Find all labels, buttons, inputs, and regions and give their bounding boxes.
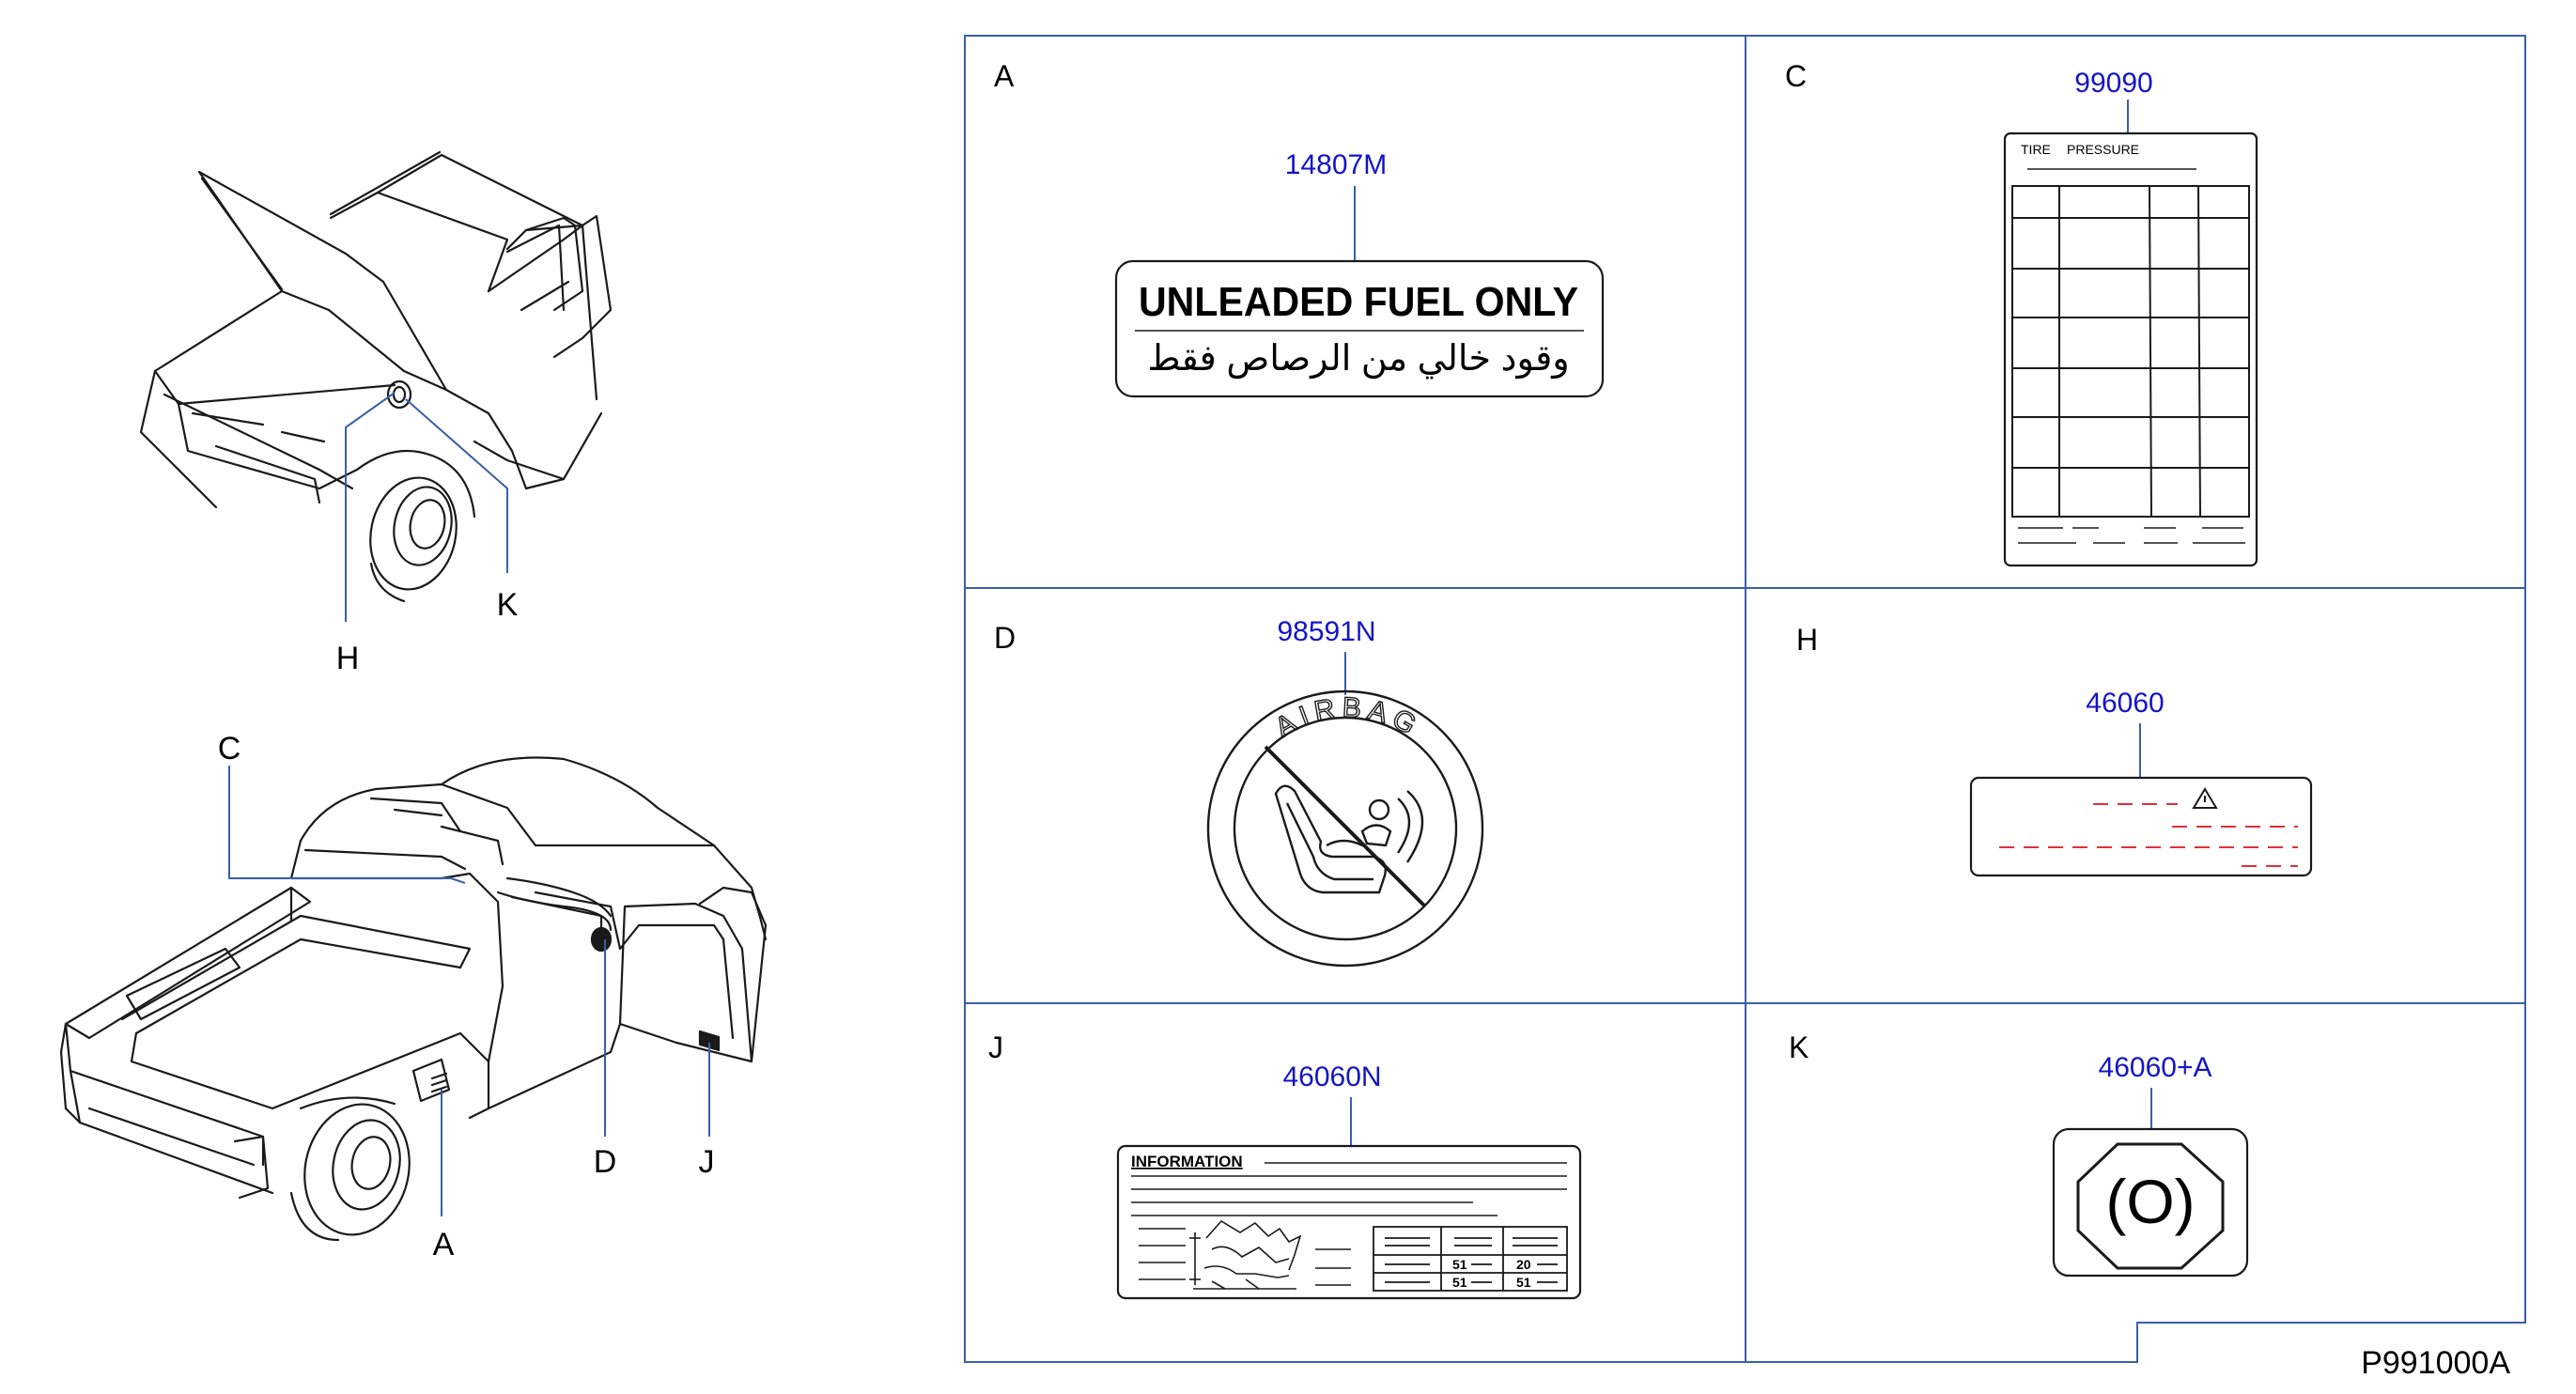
caution-label-h [1969,776,2313,877]
information-label-header: INFORMATION [1131,1153,1243,1170]
panel-c-part-number: 99090 [2074,68,2152,99]
info-cell-2: 20 [1516,1257,1531,1272]
diagram-code: P991000A [2361,1345,2510,1381]
panel-h-part-number: 46060 [2086,688,2164,719]
callout-k: K [497,587,519,623]
fuel-label-arabic: وقود خالي من الرصاص فقط [1147,339,1569,379]
callout-a: A [433,1227,455,1262]
callout-h: H [336,641,360,676]
front-vehicle-illustration [139,150,613,603]
tire-pressure-label [2003,132,2258,567]
jack-diagram-icon [1189,1219,1302,1290]
octagon-brake-icon [2076,1142,2225,1270]
airbag-ring-text: AIRBAG [1270,692,1426,744]
panel-j-letter: J [988,1030,1003,1064]
info-cell-3: 51 [1452,1275,1467,1290]
callout-c: C [218,731,241,767]
airbag-warning-label [1206,689,1484,968]
panel-a-part-number: 14807M [1285,149,1387,180]
information-label-lines [1131,1162,1567,1286]
panel-d-letter: D [994,621,1016,655]
warning-triangle-icon [2192,787,2218,809]
front-callout-leaders [345,392,508,622]
rear-vehicle-illustration [59,756,768,1242]
rear-callout-leaders [228,766,710,1216]
panel-a: A 14807M UNLEADED FUEL ONLY وقود خالي من… [994,59,1605,398]
panel-j-part-number: 46060N [1282,1061,1381,1092]
panel-h-letter: H [1796,623,1818,657]
info-cell-1: 51 [1452,1257,1467,1272]
brake-symbol-text: (O) [2105,1167,2195,1236]
information-table [1373,1226,1568,1292]
callout-d: D [594,1144,617,1180]
label-grid-frame [964,35,2526,1363]
tire-label-title-right: PRESSURE [2067,142,2139,157]
fuel-label [1114,259,1605,398]
panel-k-part-number: 46060+A [2099,1052,2212,1083]
fuel-label-english: UNLEADED FUEL ONLY [1139,279,1578,325]
panel-k-letter: K [1789,1030,1808,1064]
tire-pressure-table [2011,168,2250,544]
panel-d-part-number: 98591N [1277,616,1375,647]
tire-label-title-left: TIRE [2021,142,2051,157]
info-cell-4: 51 [1516,1275,1531,1290]
panel-a-letter: A [994,59,1015,93]
panel-h: H 46060 [1796,623,2313,877]
panel-d: D 98591N AIRBAG [994,616,1484,968]
panel-j: J 46060N INFORMATION [988,1030,1582,1300]
caution-text-lines [1999,803,2298,867]
information-label [1116,1144,1582,1300]
callout-j: J [699,1144,715,1180]
panel-c-letter: C [1785,59,1807,93]
panel-k: K 46060+A (O) [1789,1030,2249,1278]
panel-c: C 99090 TIRE PRESSURE [1785,59,2258,567]
